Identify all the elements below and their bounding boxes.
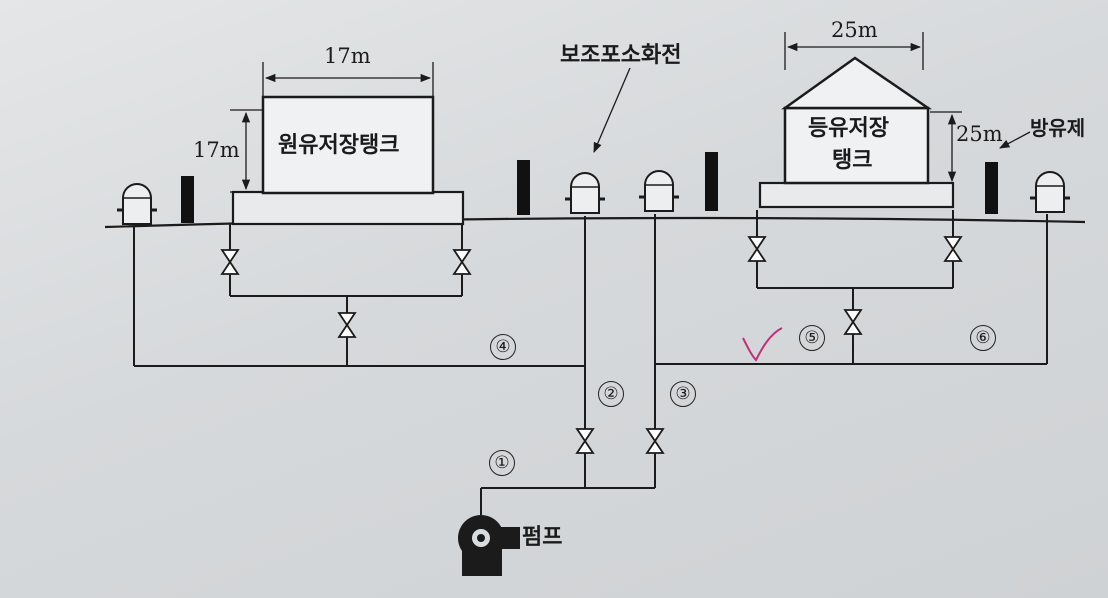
dike-post: [985, 162, 998, 214]
gate-valve-icon: [338, 312, 356, 338]
gate-valve-icon: [576, 428, 594, 454]
gate-valve-icon: [221, 249, 239, 275]
segment-5-label: ⑤: [799, 325, 825, 351]
kerosene-tank-base: [758, 181, 955, 209]
dike-post: [181, 176, 194, 223]
gate-valve-icon: [646, 428, 664, 454]
kerosene-tank-body: [783, 106, 930, 185]
dike-post: [705, 152, 718, 211]
hydrant-icon: [1028, 170, 1072, 214]
dike-post: [517, 160, 530, 215]
pen-check-mark: [742, 327, 783, 362]
aux-hydrant-pointer: [593, 67, 631, 153]
pump-icon: [458, 515, 520, 576]
crude-tank-label: 원유저장탱크: [278, 133, 400, 158]
crude-tank-body: [261, 95, 435, 195]
segment-4-label: ④: [490, 334, 516, 360]
piping-network: [133, 210, 1048, 515]
dike-pointer: [999, 131, 1031, 149]
segment-6-label: ⑥: [970, 325, 996, 351]
hydrant-icon: [563, 171, 607, 215]
gate-valve-icon: [844, 309, 862, 335]
crude-tank-base: [231, 190, 465, 226]
dike-label: 방유제: [1030, 116, 1086, 140]
segment-1-label: ①: [489, 450, 515, 476]
kerosene-tank-roof: [781, 56, 933, 110]
gate-valve-icon: [748, 236, 766, 262]
kerosene-tank-label-line2: 탱크: [832, 148, 873, 173]
kerosene-tank-label-line1: 등유저장: [808, 116, 889, 141]
aux-hydrant-label: 보조포소화전: [560, 43, 682, 68]
hydrant-icon: [637, 169, 681, 213]
segment-3-label: ③: [670, 381, 696, 407]
hydrant-icon: [115, 182, 159, 226]
segment-2-label: ②: [598, 381, 624, 407]
kerosene-height-label: 25m: [956, 122, 1003, 146]
kerosene-width-label: 25m: [831, 18, 878, 42]
gate-valve-icon: [944, 236, 962, 262]
crude-height-label: 17m: [193, 138, 240, 162]
crude-width-label: 17m: [324, 44, 371, 68]
pump-label: 펌프: [522, 525, 563, 550]
gate-valve-icon: [453, 249, 471, 275]
